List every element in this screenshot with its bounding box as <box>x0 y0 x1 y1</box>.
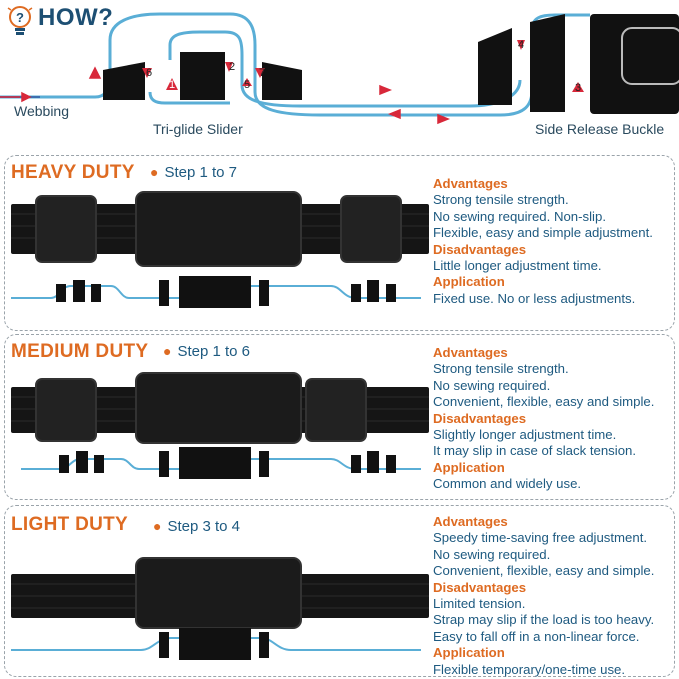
threading-svg: 1 2 3 4 5 6 7 <box>0 12 679 125</box>
svg-text:6: 6 <box>146 67 152 79</box>
triglide-right <box>340 195 402 263</box>
strap-photo-light <box>11 557 429 660</box>
bullet-icon: ● <box>153 518 162 534</box>
strap-photo-medium <box>11 372 429 479</box>
svg-text:3: 3 <box>575 82 581 94</box>
svg-text:2: 2 <box>229 61 235 73</box>
step-marker-1: 1 <box>166 78 178 91</box>
svg-text:5: 5 <box>244 79 250 91</box>
step-marker-5: 5 <box>242 78 252 91</box>
buckle-male-right <box>530 14 565 112</box>
webbing-label: Webbing <box>14 103 70 119</box>
buckle-female <box>590 14 679 114</box>
step-marker-4: 4 <box>517 39 525 51</box>
svg-text:1: 1 <box>169 79 175 91</box>
threading-diagram: ? HOW? <box>0 0 679 150</box>
triglide-label: Tri-glide Slider <box>153 121 243 137</box>
bullet-icon: ● <box>163 343 172 359</box>
mini-threading-medium <box>21 447 421 479</box>
step-range: ●Step 1 to 6 <box>163 343 251 360</box>
lightbulb-question-icon: ? <box>7 6 33 35</box>
panel-heavy-duty: HEAVY DUTY ●Step 1 to 7 Advantages Stron… <box>4 155 675 331</box>
panel-light-duty: LIGHT DUTY ●Step 3 to 4 Advantages Speed… <box>4 505 675 677</box>
info-medium: Advantages Strong tensile strength. No s… <box>433 345 655 492</box>
step-marker-6: 6 <box>142 67 152 79</box>
step-range: ●Step 1 to 7 <box>150 164 238 181</box>
svg-text:4: 4 <box>518 39 524 51</box>
mini-threading-heavy <box>11 276 421 308</box>
strap-photo-heavy <box>11 191 429 308</box>
step-marker-7: 7 <box>255 67 265 79</box>
bullet-icon: ● <box>150 164 159 180</box>
svg-text:?: ? <box>16 10 24 25</box>
panel-medium-duty: MEDIUM DUTY ●Step 1 to 6 Advantages Stro… <box>4 334 675 500</box>
triglide-left <box>35 195 97 263</box>
triglide-right-bar <box>262 62 302 100</box>
buckle <box>135 191 302 267</box>
triglide-left-bar <box>103 62 145 100</box>
mini-threading-light <box>11 628 421 660</box>
duty-title: HEAVY DUTY <box>11 162 135 183</box>
how-title: HOW? <box>38 4 114 31</box>
info-heavy: Advantages Strong tensile strength. No s… <box>433 176 653 306</box>
buckle-label: Side Release Buckle <box>535 121 665 137</box>
duty-title: MEDIUM DUTY <box>11 341 149 362</box>
duty-title: LIGHT DUTY <box>11 514 128 535</box>
triglide-center-bar <box>180 52 225 100</box>
svg-text:7: 7 <box>259 67 265 79</box>
buckle-male-left <box>478 28 512 105</box>
step-marker-2: 2 <box>225 61 235 73</box>
step-marker-3: 3 <box>572 82 584 94</box>
step-range: ●Step 3 to 4 <box>153 518 241 535</box>
info-light: Advantages Speedy time-saving free adjus… <box>433 514 655 677</box>
